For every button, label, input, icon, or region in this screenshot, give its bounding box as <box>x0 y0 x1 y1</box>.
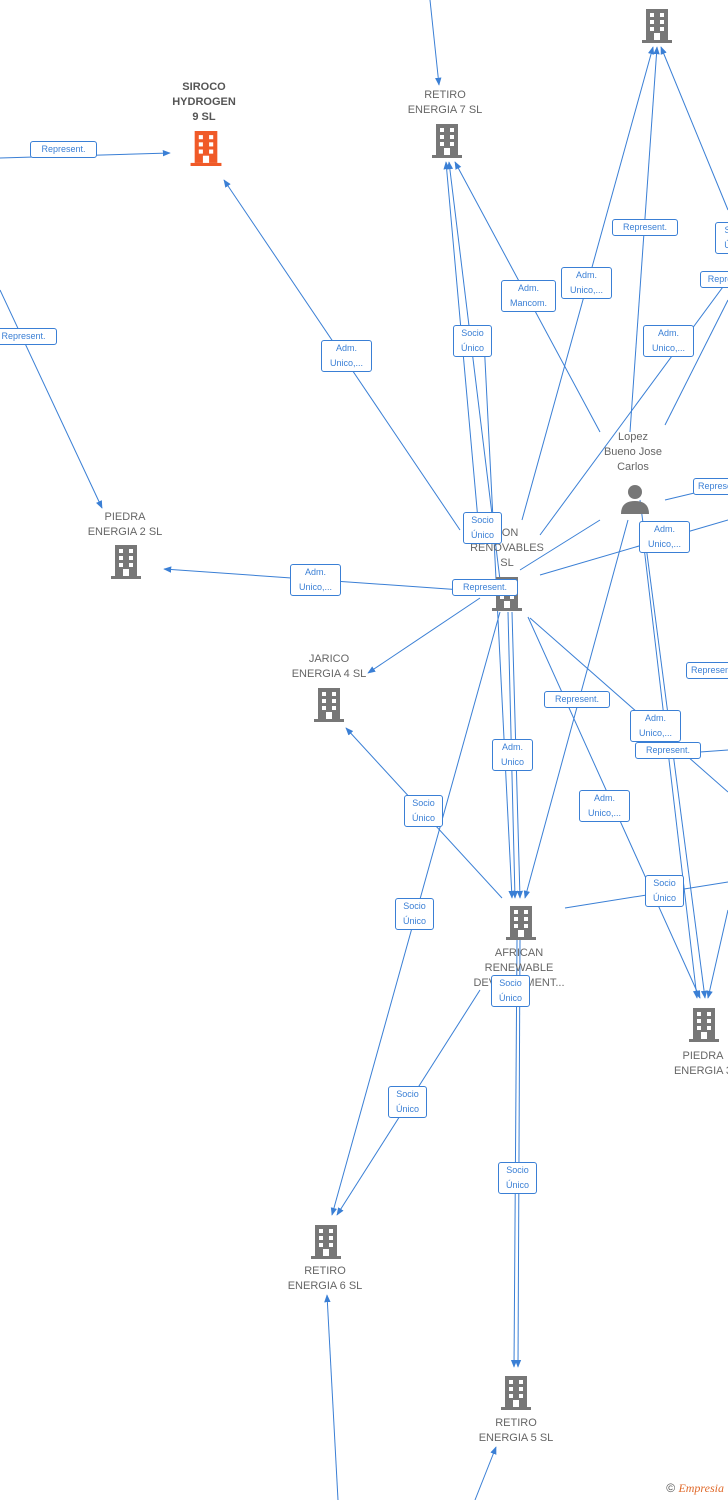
node-label[interactable]: RETIRO ENERGIA 6 SL <box>287 1265 363 1292</box>
edge-label[interactable]: Adm. Unico,... <box>579 790 630 822</box>
edge-label[interactable]: Adm. Unico,... <box>630 710 681 742</box>
edge-line <box>514 939 522 1368</box>
edge-line <box>706 909 728 999</box>
edge-label[interactable]: Represent. <box>686 662 728 679</box>
edge-label[interactable]: Represent. <box>693 478 728 495</box>
edge-line <box>367 597 481 674</box>
edge-line <box>699 749 728 753</box>
building-icon[interactable] <box>190 131 222 166</box>
edge-line <box>529 617 728 793</box>
node-label[interactable]: SIROCO HYDROGEN 9 SL <box>172 81 236 123</box>
edge-label[interactable]: Socio Único <box>404 795 443 827</box>
building-icon[interactable] <box>506 906 536 940</box>
person-icon[interactable] <box>621 484 649 514</box>
footer-credit: © Empresia <box>666 1481 724 1496</box>
node-label[interactable]: PIEDRA ENERGIA 2 SL <box>87 511 163 538</box>
edge-line <box>474 1446 497 1500</box>
building-icon[interactable] <box>311 1225 341 1259</box>
edge-label[interactable]: Adm. Unico,... <box>290 564 341 596</box>
node-label[interactable]: RETIRO ENERGIA 7 SL <box>407 89 483 116</box>
edge-label[interactable]: Represent. <box>612 219 678 236</box>
edge-line <box>519 519 601 571</box>
edge-label[interactable]: Repre <box>700 271 728 288</box>
edge-line <box>664 299 728 426</box>
edge-label[interactable]: Adm. Mancom. <box>501 280 556 312</box>
building-icon[interactable] <box>111 545 141 579</box>
node-label[interactable]: RETIRO ENERGIA 5 SL <box>478 1417 554 1444</box>
edge-line <box>660 46 728 211</box>
building-icon[interactable] <box>642 9 672 43</box>
edge-label[interactable]: Socio Único <box>645 875 684 907</box>
edge-line <box>510 939 518 1368</box>
edge-label[interactable]: Socio Único <box>453 325 492 357</box>
edge-label[interactable]: Adm. Unico,... <box>643 325 694 357</box>
node-label[interactable]: PIEDRA ENERGIA 3 <box>673 1050 728 1077</box>
edge-line <box>523 519 629 899</box>
edge-label[interactable]: Represent. <box>635 742 701 759</box>
brand-logo[interactable]: Empresia <box>678 1481 724 1495</box>
edge-label[interactable]: Adm. Unico,... <box>639 521 690 553</box>
edge-label[interactable]: Adm. Unico,... <box>561 267 612 299</box>
edge-label[interactable]: Socio Único <box>491 975 530 1007</box>
edge-line <box>539 519 728 576</box>
edge-line <box>0 289 103 509</box>
copyright-symbol: © <box>666 1481 676 1495</box>
edge-label[interactable]: S Ú <box>715 222 728 254</box>
edge-label[interactable]: Socio Único <box>395 898 434 930</box>
edge-label[interactable]: Represent. <box>30 141 97 158</box>
edge-label[interactable]: Adm. Unico <box>492 739 533 771</box>
node-label[interactable]: Lopez Bueno Jose Carlos <box>603 431 663 473</box>
edge-label[interactable]: Socio Único <box>463 512 502 544</box>
building-icon[interactable] <box>314 688 344 722</box>
edge-label[interactable]: Adm. Unico,... <box>321 340 372 372</box>
edge-label[interactable]: Socio Único <box>498 1162 537 1194</box>
building-icon[interactable] <box>501 1376 531 1410</box>
edge-line <box>446 161 501 581</box>
building-icon[interactable] <box>689 1008 719 1042</box>
edge-line <box>324 1294 339 1500</box>
edge-label[interactable]: Represent. <box>452 579 518 596</box>
edge-label[interactable]: Socio Único <box>388 1086 427 1118</box>
edge-line <box>629 46 660 433</box>
edge-line <box>483 339 515 899</box>
edge-line <box>429 0 442 86</box>
node-label[interactable]: JARICO ENERGIA 4 SL <box>291 653 367 680</box>
building-icon[interactable] <box>432 124 462 158</box>
edge-line <box>641 529 700 999</box>
edge-line <box>539 279 728 536</box>
edge-label[interactable]: Represent. <box>544 691 610 708</box>
edge-label[interactable]: Represent. <box>0 328 57 345</box>
